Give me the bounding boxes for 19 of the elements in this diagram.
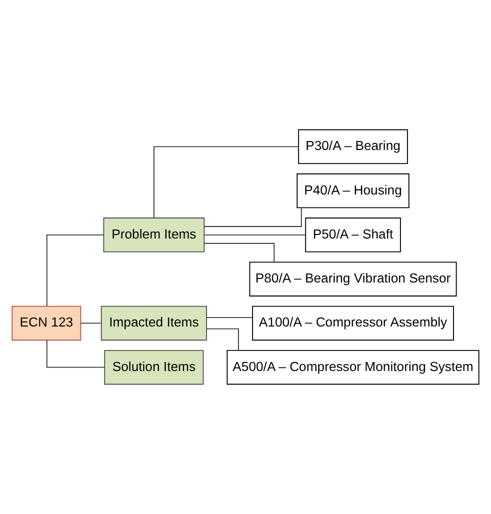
connector xyxy=(206,328,239,351)
connector xyxy=(153,146,299,218)
node-box: P30/A – Bearing xyxy=(298,129,408,164)
node-box: A500/A – Compressor Monitoring System xyxy=(226,350,480,385)
node-box: Impacted Items xyxy=(100,306,207,341)
node-box: Problem Items xyxy=(103,218,205,252)
connector xyxy=(46,234,104,307)
node-box: Solution Items xyxy=(104,350,204,385)
connector xyxy=(80,322,102,324)
connector xyxy=(204,207,302,227)
connector xyxy=(204,242,275,263)
connector xyxy=(46,340,105,368)
node-box: P40/A – Housing xyxy=(296,173,410,208)
connector xyxy=(206,317,253,318)
node-box: A100/A – Compressor Assembly xyxy=(252,306,454,341)
node-box: P50/A – Shaft xyxy=(305,218,401,252)
node-box: P80/A – Bearing Vibration Sensor xyxy=(249,262,457,296)
connector xyxy=(204,234,306,236)
node-box: ECN 123 xyxy=(12,306,82,341)
